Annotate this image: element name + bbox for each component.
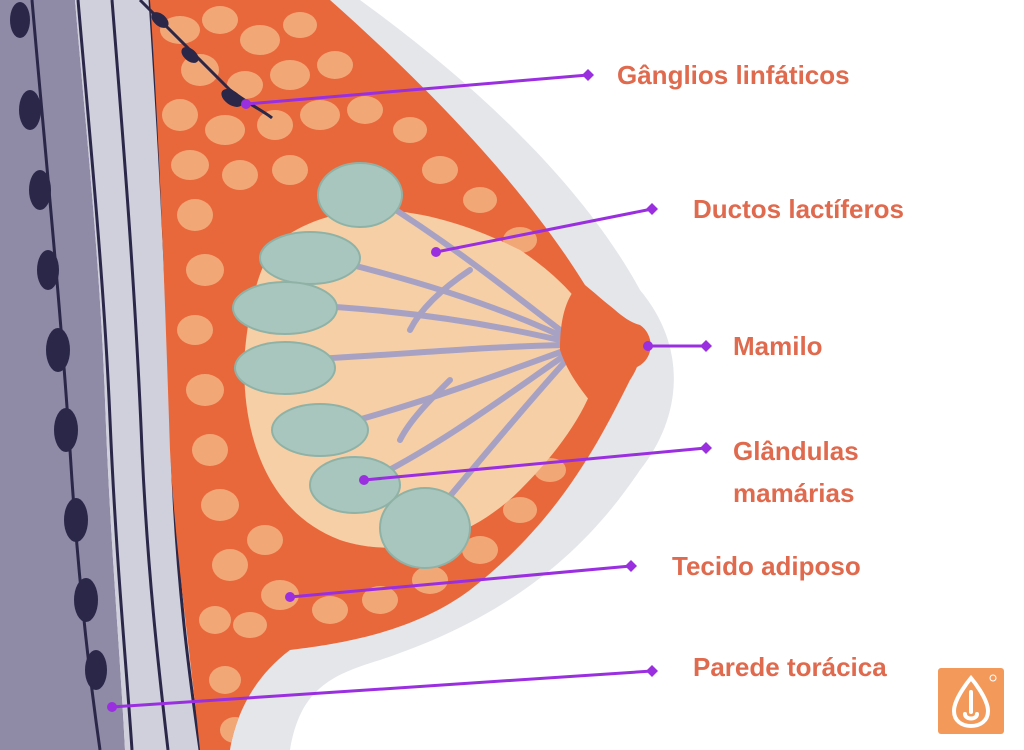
label-tecido-adiposo: Tecido adiposo [672,551,861,581]
lymph-nodes [138,0,273,120]
drop-logo-icon [938,668,1004,734]
label-ganglios-linfaticos: Gânglios linfáticos [617,60,850,90]
pointer-lines [107,69,712,712]
label-ductos-lactiferos: Ductos lactíferos [693,194,904,224]
pointer-ductos-end [646,203,658,215]
pointer-ganglios-end [582,69,594,81]
pointer-parede [111,669,653,709]
pointer-glandulas [363,446,707,482]
pointer-tecido [289,564,632,599]
label-mamilo: Mamilo [733,331,823,361]
pointer-ductos [435,207,653,254]
label-parede-toracica: Parede torácica [693,652,887,682]
label-glandulas-line2: mamárias [733,478,855,508]
pointer-mamilo-end [700,340,712,352]
adipose-tissue [160,6,566,743]
pointer-tecido-end [625,560,637,572]
chest-wall-rib-nodes [10,2,107,690]
label-glandulas-mamarias: Glândulas mamárias [733,430,859,514]
nipple [560,285,651,420]
mammary-lobules [232,162,471,569]
pointer-glandulas-end [700,442,712,454]
pointer-ganglios [245,73,589,106]
label-glandulas-line1: Glândulas [733,436,859,466]
pointer-parede-end [646,665,658,677]
